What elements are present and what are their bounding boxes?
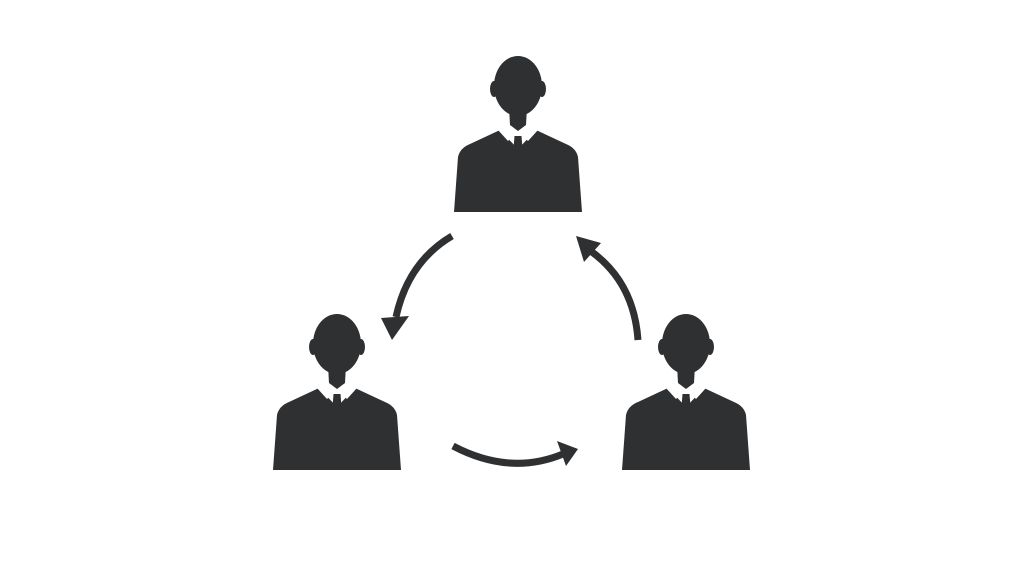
person-top-icon [454, 56, 582, 212]
arrow-left-to-right-icon [451, 441, 578, 467]
person-left-icon [273, 314, 401, 470]
arrow-right-to-top-icon [576, 236, 642, 341]
arrow-top-to-left-icon [381, 232, 454, 340]
